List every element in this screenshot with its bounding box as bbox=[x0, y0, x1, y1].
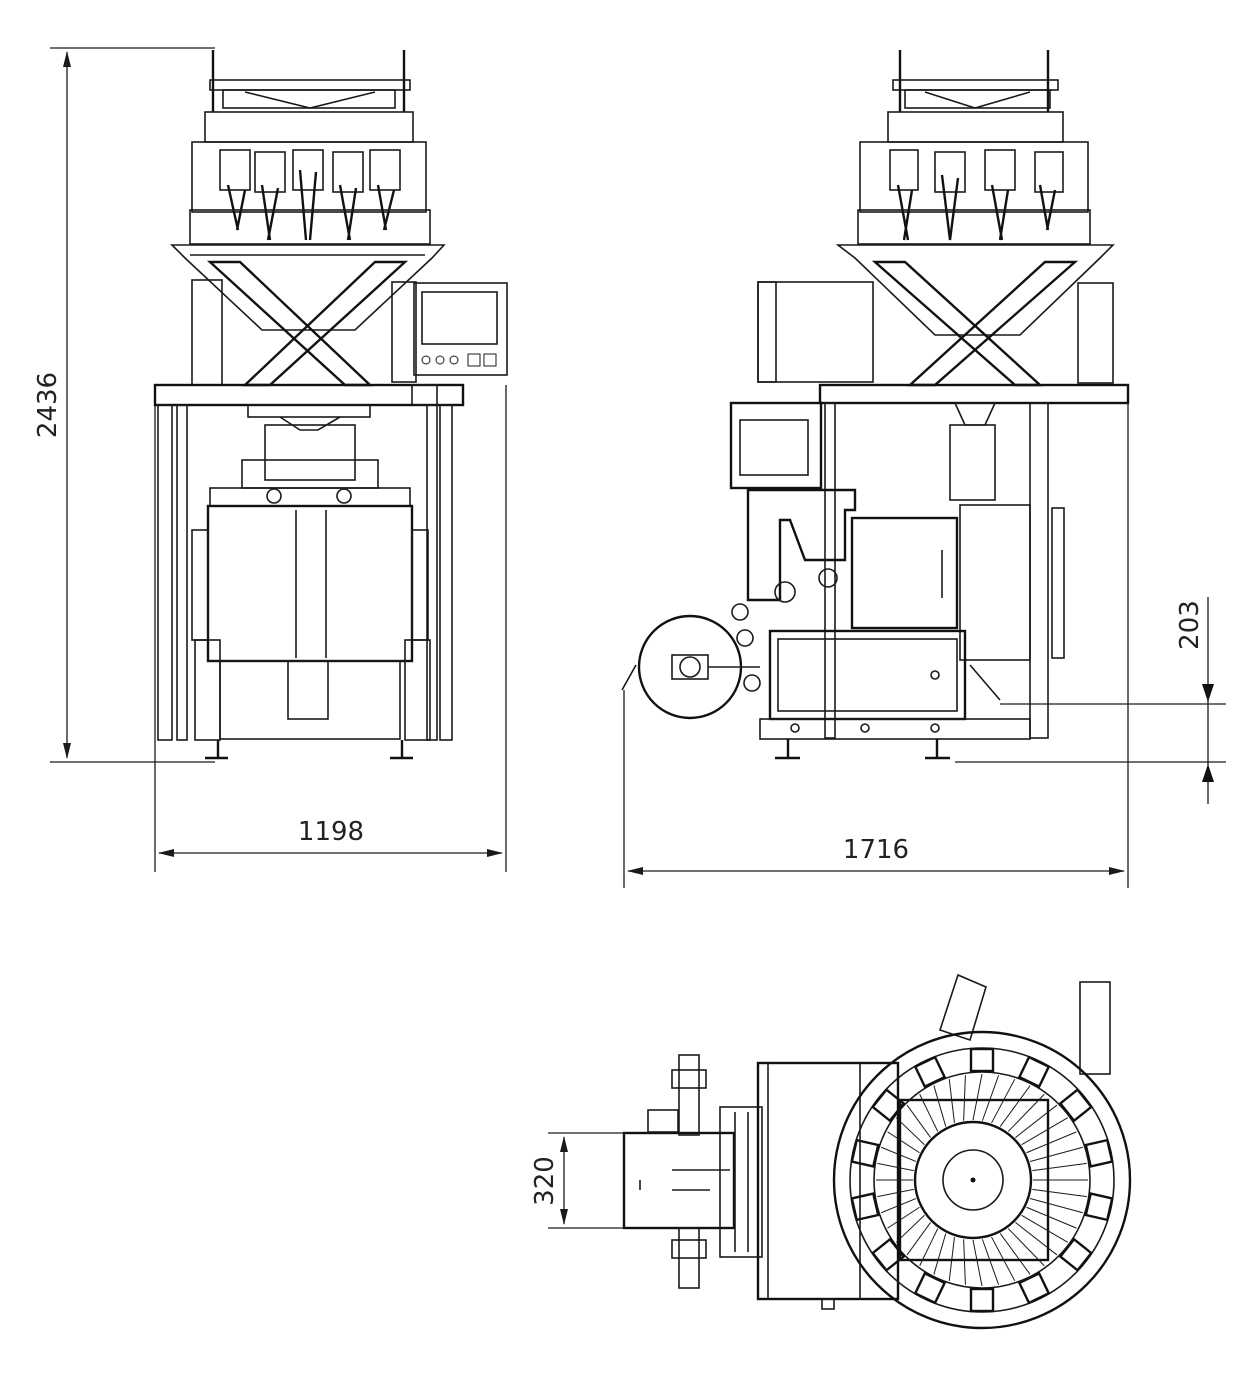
weigher-head bbox=[1017, 1055, 1051, 1089]
dimension-height: 2436 bbox=[33, 47, 215, 763]
dimension-top-width-label: 320 bbox=[530, 1156, 560, 1206]
weigher-head bbox=[850, 1138, 880, 1168]
weigher-head bbox=[1084, 1192, 1114, 1222]
side-view bbox=[621, 50, 1130, 760]
weigher-spokes bbox=[876, 1073, 1088, 1287]
weigher-head bbox=[1017, 1271, 1051, 1305]
weigher-head bbox=[913, 1271, 947, 1305]
weigher-head bbox=[1058, 1237, 1093, 1272]
dimension-offset-label: 203 bbox=[1175, 600, 1205, 650]
weigher-head bbox=[969, 1047, 995, 1073]
weigher-head bbox=[871, 1237, 906, 1272]
weigher-head bbox=[913, 1055, 947, 1089]
weigher-heads bbox=[850, 1047, 1114, 1313]
front-view bbox=[153, 50, 508, 760]
dimension-top-width: 320 bbox=[530, 1132, 628, 1229]
weigher-head bbox=[1058, 1088, 1093, 1123]
dimension-height-label: 2436 bbox=[33, 372, 63, 438]
dimension-offset: 203 bbox=[955, 597, 1226, 804]
top-view bbox=[622, 973, 1132, 1330]
dimension-front-width: 1198 bbox=[154, 385, 507, 872]
dimension-front-width-label: 1198 bbox=[298, 817, 364, 847]
weigher-head bbox=[850, 1192, 880, 1222]
weigher-head bbox=[969, 1287, 995, 1313]
dimension-side-depth-label: 1716 bbox=[843, 835, 909, 865]
weigher-head bbox=[871, 1088, 906, 1123]
dimension-side-depth: 1716 bbox=[623, 390, 1129, 888]
weigher-head bbox=[1084, 1138, 1114, 1168]
